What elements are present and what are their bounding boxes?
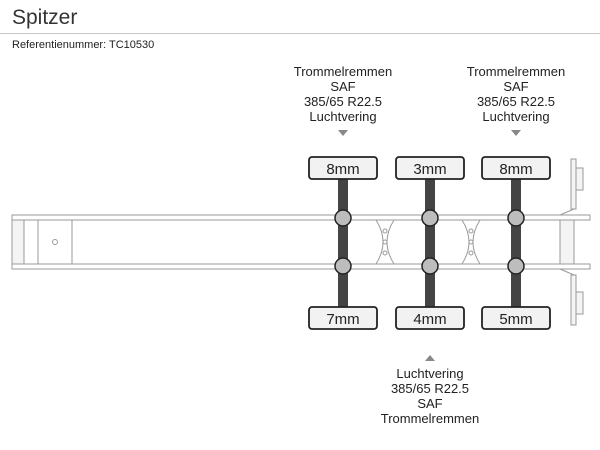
rivet bbox=[468, 239, 474, 245]
tire-bottom bbox=[481, 306, 551, 330]
chassis-frame bbox=[11, 158, 591, 326]
tire-tread-depth: 7mm bbox=[326, 311, 359, 328]
front-plate bbox=[559, 219, 575, 265]
tire-bottom bbox=[395, 306, 465, 330]
hub-upper bbox=[507, 209, 525, 227]
tire-bottom bbox=[308, 306, 378, 330]
axle-2-spec: Luchtvering 385/65 R22.5 SAF Trommelremm… bbox=[350, 366, 510, 426]
spec-line: Luchtvering bbox=[309, 109, 377, 124]
hub-upper bbox=[421, 209, 439, 227]
reference-number: Referentienummer: TC10530 bbox=[12, 39, 155, 51]
rear-bumper bbox=[11, 219, 25, 265]
rivet bbox=[468, 250, 474, 256]
axle-3-spec: Trommelremmen SAF 385/65 R22.5 Luchtveri… bbox=[436, 64, 596, 124]
hub-lower bbox=[334, 257, 352, 275]
front-brace bbox=[559, 268, 575, 276]
spec-line: Trommelremmen bbox=[466, 64, 566, 79]
tire-tread-depth: 3mm bbox=[413, 161, 446, 178]
spec-line: SAF bbox=[503, 79, 529, 94]
axle-1-spec: Trommelremmen SAF 385/65 R22.5 Luchtveri… bbox=[263, 64, 423, 124]
page-title: Spitzer bbox=[12, 6, 78, 29]
tire-top bbox=[308, 156, 378, 180]
spec-pointer-up-icon bbox=[425, 355, 435, 361]
axle-1: 8mm 7mm bbox=[308, 130, 378, 330]
spec-line: SAF bbox=[330, 79, 356, 94]
rivet bbox=[382, 228, 388, 234]
cross-member-4 bbox=[472, 219, 481, 265]
tire-tread-depth: 8mm bbox=[326, 161, 359, 178]
hub-lower bbox=[421, 257, 439, 275]
front-brace bbox=[559, 208, 575, 216]
spec-pointer-down-icon bbox=[511, 130, 521, 136]
tire-tread-depth: 4mm bbox=[413, 311, 446, 328]
rear-end-plate bbox=[37, 219, 73, 265]
tire-top bbox=[481, 156, 551, 180]
tire-tread-depth: 5mm bbox=[499, 311, 532, 328]
rivet bbox=[468, 228, 474, 234]
spec-line: Luchtvering bbox=[482, 109, 550, 124]
landing-gear-bottom-foot bbox=[575, 291, 584, 315]
landing-gear-top-foot bbox=[575, 167, 584, 191]
spec-pointer-down-icon bbox=[338, 130, 348, 136]
title-divider bbox=[0, 33, 600, 34]
axle-shaft bbox=[425, 179, 435, 307]
upper-rail bbox=[11, 214, 591, 221]
rivet bbox=[382, 250, 388, 256]
axle-shaft bbox=[511, 179, 521, 307]
hub-upper bbox=[334, 209, 352, 227]
axle-shaft bbox=[338, 179, 348, 307]
spec-line: 385/65 R22.5 bbox=[390, 381, 470, 396]
axle-2: 3mm 4mm bbox=[395, 156, 465, 361]
hub-lower bbox=[507, 257, 525, 275]
rear-light-icon bbox=[52, 239, 58, 245]
cross-member-1 bbox=[375, 219, 384, 265]
spec-line: 385/65 R22.5 bbox=[476, 94, 556, 109]
lower-rail bbox=[11, 263, 591, 270]
rivet bbox=[382, 239, 388, 245]
landing-gear-top bbox=[570, 158, 577, 210]
spec-line: Trommelremmen bbox=[380, 411, 480, 426]
tire-top bbox=[395, 156, 465, 180]
cross-member-2 bbox=[386, 219, 395, 265]
cross-member-3 bbox=[461, 219, 470, 265]
axle-3: 8mm 5mm bbox=[481, 130, 551, 330]
spec-line: Trommelremmen bbox=[293, 64, 393, 79]
tire-tread-depth: 8mm bbox=[499, 161, 532, 178]
spec-line: 385/65 R22.5 bbox=[303, 94, 383, 109]
spec-line: SAF bbox=[417, 396, 443, 411]
spec-line: Luchtvering bbox=[396, 366, 464, 381]
landing-gear-bottom bbox=[570, 274, 577, 326]
